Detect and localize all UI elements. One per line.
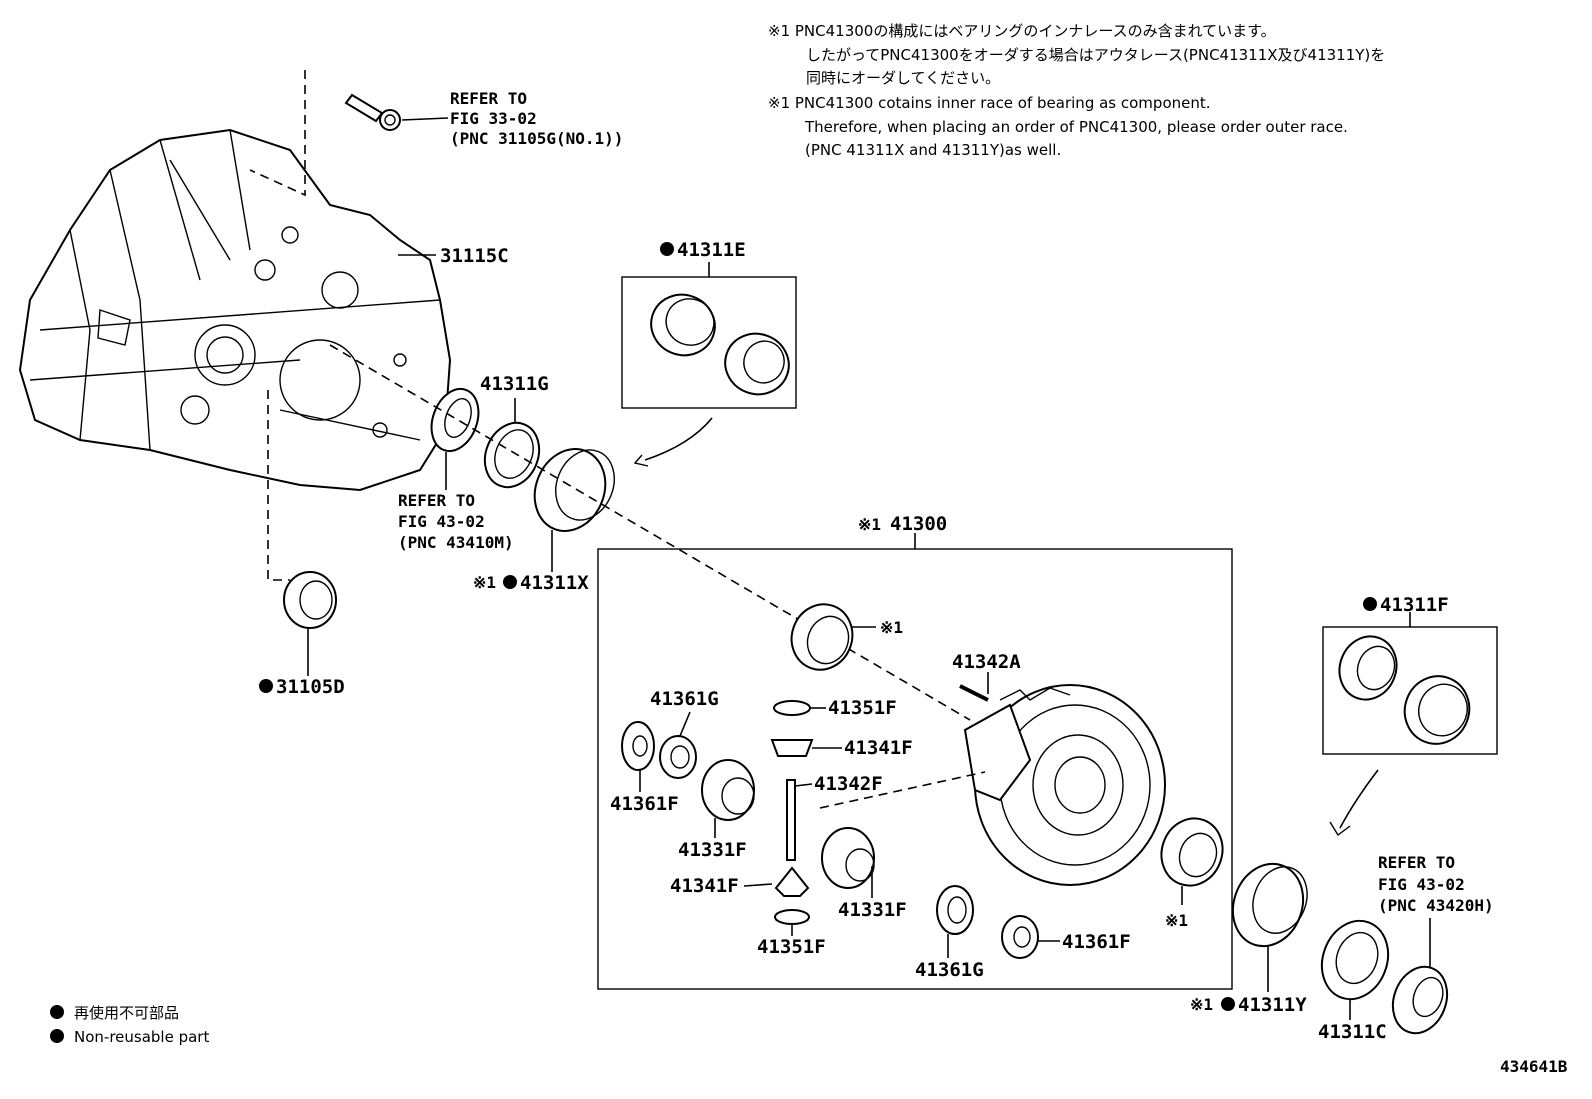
label-41361G-bottom: 41361G <box>915 959 984 981</box>
bearing-dashed-path <box>267 390 290 581</box>
arrow-41311E <box>644 417 713 461</box>
arrow-head-41311F <box>1329 821 1351 837</box>
oil-seal-43420H <box>1391 965 1449 1035</box>
side-gear-41331F-right <box>821 827 875 889</box>
kit-41311F-race <box>1403 675 1471 745</box>
non-reusable-dot-41311Y <box>1221 997 1235 1011</box>
washer-41361F-right-hole <box>1013 926 1031 948</box>
seal-ref-line1: REFER TO <box>398 491 475 510</box>
non-reusable-dot-41311E <box>660 242 674 256</box>
side-gear-41331F-left <box>701 759 755 821</box>
label-41341F-top: 41341F <box>844 737 913 759</box>
differential-case-ring-gear <box>963 684 1166 886</box>
label-41361F-right: 41361F <box>1062 931 1131 953</box>
kit-41311F-cone <box>1338 635 1398 701</box>
axis-dashed-main <box>329 344 971 721</box>
order-notes: ※1 PNC41300の構成にはベアリングのインナレースのみ含まれています。 し… <box>768 22 1385 159</box>
leader-41361G-top <box>679 711 691 737</box>
legend-dot-jp <box>50 1005 64 1019</box>
note-jp-line2: したがってPNC41300をオーダする場合はアウタレース(PNC41311X及び… <box>806 46 1385 64</box>
right-ref-line1: REFER TO <box>1378 853 1455 872</box>
label-41300: 41300 <box>890 513 947 535</box>
bolt-31105G <box>344 93 401 131</box>
bolt-dashed-path <box>249 70 306 197</box>
mark-41300: ※1 <box>858 515 881 534</box>
label-41342A: 41342A <box>952 651 1021 673</box>
kit-41311E-cone <box>724 332 790 396</box>
pin-41342A <box>959 684 989 702</box>
bolt-ref-line3: (PNC 31105G(NO.1)) <box>450 129 623 148</box>
non-reusable-dot-31105D <box>259 679 273 693</box>
axis-dashed-inner <box>819 771 986 809</box>
bearing-31105D <box>283 571 337 629</box>
non-reusable-dot-41311X <box>503 575 517 589</box>
note-jp-line1: ※1 PNC41300の構成にはベアリングのインナレースのみ含まれています。 <box>768 22 1276 40</box>
washer-41361G-bottom-hole <box>947 896 967 924</box>
washer-41361G-top-hole <box>670 745 690 769</box>
inner-race-top <box>790 603 854 671</box>
arrow-head-41311E <box>633 454 649 467</box>
non-reusable-dot-41311F <box>1363 597 1377 611</box>
shaft-41342F <box>786 779 796 861</box>
legend-dot-en <box>50 1029 64 1043</box>
leader-bolt-ref <box>401 117 449 121</box>
shim-41311G <box>483 421 541 489</box>
note-en-line1: ※1 PNC41300 cotains inner race of bearin… <box>768 94 1211 112</box>
legend-jp: 再使用不可部品 <box>74 1004 179 1022</box>
bolt-ref-line1: REFER TO <box>450 89 527 108</box>
note-jp-line3: 同時にオーダしてください。 <box>806 69 1000 87</box>
pinion-41341F-top <box>770 739 814 757</box>
label-41311X: 41311X <box>520 572 589 594</box>
pinion-41341F-bottom <box>774 866 810 897</box>
note-en-line2: Therefore, when placing an order of PNC4… <box>804 118 1348 136</box>
legend-en: Non-reusable part <box>74 1028 209 1046</box>
label-41311G: 41311G <box>480 373 549 395</box>
mark-41311Y: ※1 <box>1190 995 1213 1014</box>
leader-41341F-bottom <box>743 883 773 887</box>
kit-41311E-race <box>650 293 716 357</box>
washer-41361G-bottom <box>936 885 974 935</box>
label-41331F-right: 41331F <box>838 899 907 921</box>
washer-41361F-left-hole <box>632 735 648 757</box>
label-41342F: 41342F <box>814 773 883 795</box>
mark-inner-race-top: ※1 <box>880 618 903 637</box>
outer-race-41311X <box>533 448 615 532</box>
inner-race-bottom <box>1160 817 1224 887</box>
washer-41361F-right <box>1001 915 1039 959</box>
label-41331F-left: 41331F <box>678 839 747 861</box>
label-41311E: 41311E <box>677 239 746 261</box>
outer-race-41311Y <box>1231 862 1308 948</box>
label-31115C: 31115C <box>440 245 509 267</box>
washer-41361G-top <box>659 735 697 779</box>
label-41311Y: 41311Y <box>1238 994 1307 1016</box>
label-31105D: 31105D <box>276 676 345 698</box>
mark-41311X: ※1 <box>473 573 496 592</box>
figure-id: 434641B <box>1500 1057 1568 1076</box>
label-41311F: 41311F <box>1380 594 1449 616</box>
seal-ref-line2: FIG 43-02 <box>398 512 485 531</box>
washer-41361F-left <box>621 721 655 771</box>
right-ref-line3: (PNC 43420H) <box>1378 896 1494 915</box>
label-41361G-top: 41361G <box>650 688 719 710</box>
label-41361F-left: 41361F <box>610 793 679 815</box>
leader-41342F <box>794 783 813 787</box>
legend: 再使用不可部品 Non-reusable part <box>50 1004 209 1046</box>
label-41311C: 41311C <box>1318 1021 1387 1043</box>
washer-41351F-top <box>773 700 811 716</box>
label-41351F-bottom: 41351F <box>757 936 826 958</box>
label-41341F-bottom: 41341F <box>670 875 739 897</box>
bolt-ref-line2: FIG 33-02 <box>450 109 537 128</box>
shim-41311C <box>1320 919 1390 1001</box>
washer-41351F-bottom <box>774 909 810 925</box>
note-en-line3: (PNC 41311X and 41311Y)as well. <box>805 141 1061 159</box>
oil-seal-43410M <box>430 388 480 452</box>
right-ref-line2: FIG 43-02 <box>1378 875 1465 894</box>
label-41351F-top: 41351F <box>828 697 897 719</box>
arrow-41311F <box>1339 769 1379 829</box>
seal-ref-line3: (PNC 43410M) <box>398 533 514 552</box>
mark-inner-race-bottom: ※1 <box>1165 911 1188 930</box>
transmission-case-31115C <box>18 128 452 492</box>
